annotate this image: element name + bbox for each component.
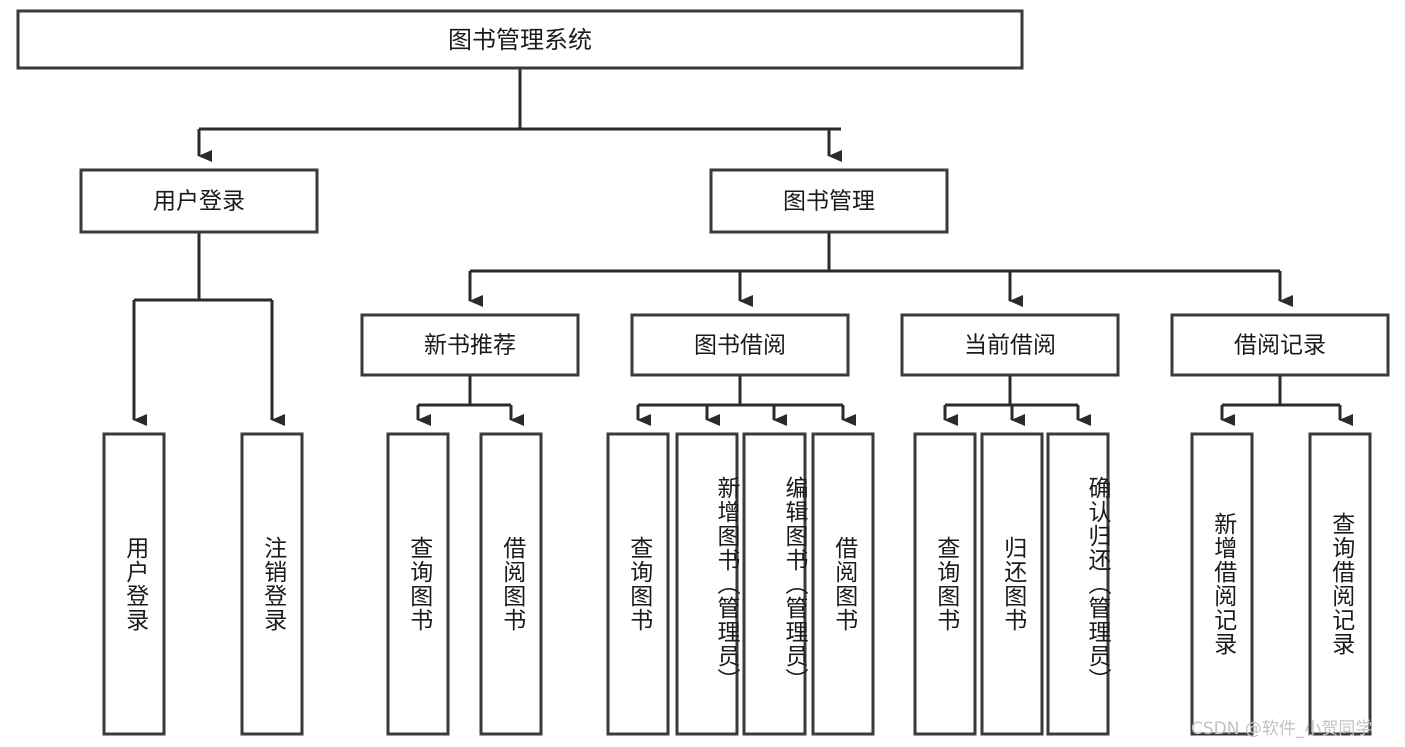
leaf-rect[interactable] (1308, 432, 1372, 736)
leaf-rect[interactable] (980, 432, 1044, 736)
watermark-text: CSDN @软件_小贺同学 (1191, 719, 1373, 739)
node-new-book-recommend[interactable]: 新书推荐 (360, 313, 580, 377)
leaf-rects (102, 432, 1372, 736)
node-book-management-label: 图书管理 (783, 189, 875, 215)
node-root[interactable]: 图书管理系统 (16, 9, 1024, 70)
node-user-login-label: 用户登录 (153, 189, 245, 215)
node-borrow-records[interactable]: 借阅记录 (1170, 313, 1390, 377)
leaf-rect[interactable] (606, 432, 670, 736)
node-book-management[interactable]: 图书管理 (709, 168, 949, 234)
connector-current-borrow-to-leaves (943, 375, 1091, 426)
leaf-rect[interactable] (675, 432, 739, 736)
leaf-rect[interactable] (811, 432, 875, 736)
node-current-borrow-label: 当前借阅 (964, 333, 1056, 359)
connector-user-login-to-leaves (132, 232, 285, 426)
node-user-login[interactable]: 用户登录 (79, 168, 319, 234)
node-root-label: 图书管理系统 (448, 26, 592, 54)
leaf-rect[interactable] (742, 432, 807, 736)
leaf-rect[interactable] (479, 432, 543, 736)
node-current-borrow[interactable]: 当前借阅 (900, 313, 1120, 377)
connector-root-to-level2 (197, 68, 842, 162)
node-book-borrow[interactable]: 图书借阅 (630, 313, 850, 377)
node-book-borrow-label: 图书借阅 (694, 333, 786, 359)
leaf-rect[interactable] (240, 432, 304, 736)
connector-borrow-to-leaves (636, 375, 856, 426)
leaf-rect[interactable] (386, 432, 450, 736)
node-borrow-records-label: 借阅记录 (1234, 333, 1326, 359)
connector-new-book-to-leaves (416, 375, 524, 426)
leaf-rect[interactable] (102, 432, 166, 736)
leaf-rect[interactable] (913, 432, 977, 736)
connector-book-mgmt-to-level3 (468, 232, 1293, 307)
node-new-book-recommend-label: 新书推荐 (424, 333, 516, 359)
leaf-rect[interactable] (1190, 432, 1254, 736)
connector-records-to-leaves (1220, 375, 1353, 426)
leaf-rect[interactable] (1046, 432, 1110, 736)
